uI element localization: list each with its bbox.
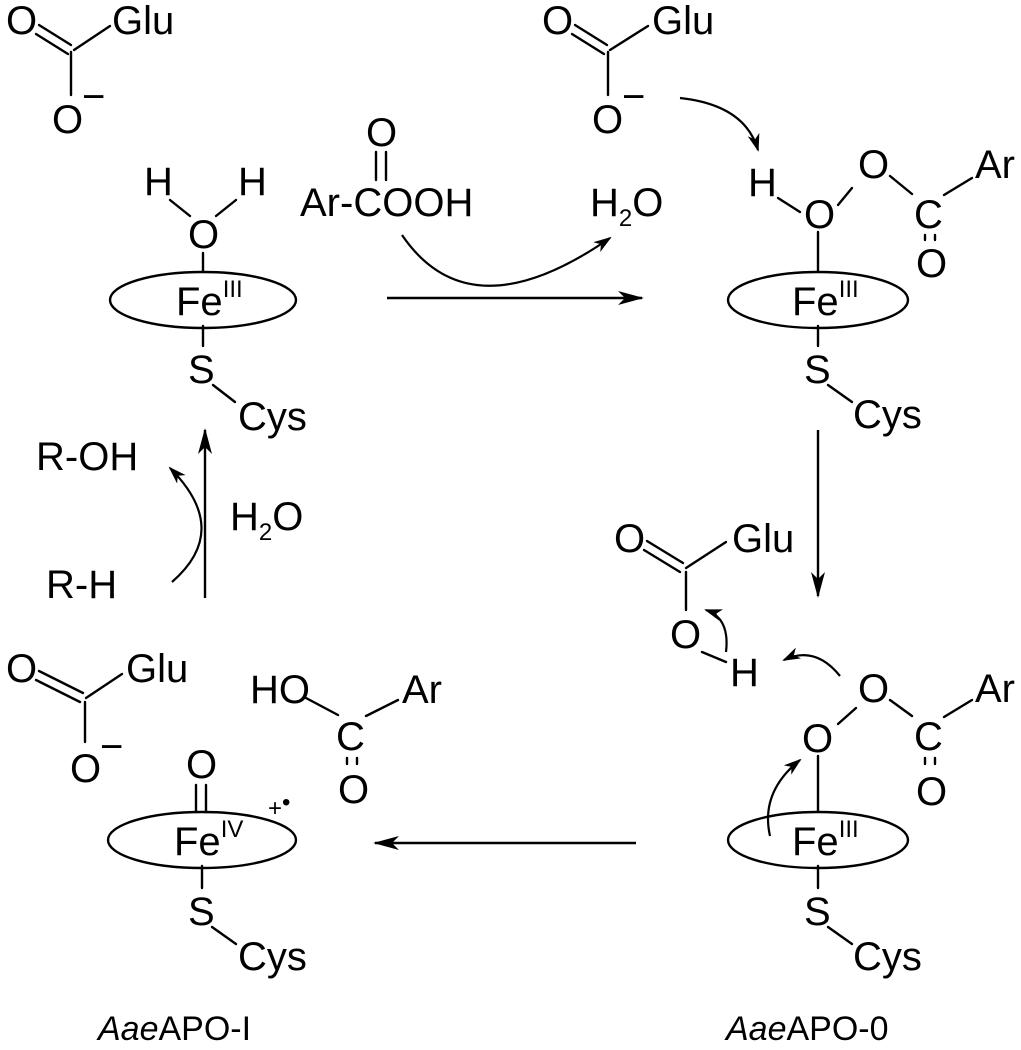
atom-label: O <box>338 768 369 812</box>
compound-0: O C Ar O O FeIII S Cys <box>726 667 1015 979</box>
iron-label: FeIII <box>176 276 243 324</box>
cys-label: Cys <box>238 935 307 979</box>
substrate-alkane: R-H <box>46 563 117 607</box>
cys-label: Cys <box>238 395 307 439</box>
heterolysis-arrow <box>766 758 802 837</box>
atom-label: O <box>916 242 947 286</box>
atom-label: H <box>238 160 267 204</box>
glu-label: Glu <box>112 0 174 43</box>
atom-label: S <box>188 890 215 934</box>
aryl-label: Ar <box>975 143 1015 187</box>
protonated-glu: O Glu O H <box>614 517 794 695</box>
iron-label: FeIII <box>792 816 859 864</box>
atom-label: O <box>186 743 217 787</box>
compound-I-heme: O FeIV +• S Cys <box>106 743 307 979</box>
proton-shift-arrow <box>782 647 841 677</box>
atom-label: O <box>804 193 835 237</box>
atom-label: O <box>916 770 947 814</box>
atom-label: HO <box>250 668 310 712</box>
hydroxylation-curved-arrow <box>168 466 203 583</box>
caption-compound-I: AaeAPO-I <box>96 1010 251 1048</box>
radical-cation-label: +• <box>268 789 290 822</box>
atom-label: O <box>188 213 219 257</box>
released-carboxylic-acid: HO C Ar O <box>250 668 442 812</box>
glu-label: Glu <box>652 0 714 43</box>
atom-label: O <box>670 613 701 657</box>
proton-transfer-arrow <box>679 96 760 152</box>
product-alcohol: R-OH <box>36 435 138 479</box>
oh-bond-arrow <box>704 608 728 653</box>
atom-label: O <box>366 111 397 155</box>
atom-label: O <box>802 717 833 761</box>
charge-label: − <box>622 75 645 119</box>
atom-label: C <box>914 193 943 237</box>
atom-label: O <box>592 98 623 142</box>
atom-label: S <box>188 348 215 392</box>
aryl-label: Ar <box>975 667 1015 711</box>
atom-label: O <box>542 0 573 43</box>
atom-label: H <box>748 161 777 205</box>
aryl-label: Ar <box>402 668 442 712</box>
charge-label: − <box>82 75 105 119</box>
atom-label: H <box>730 651 759 695</box>
cys-label: Cys <box>853 393 922 437</box>
atom-label: O <box>52 98 83 142</box>
cys-label: Cys <box>853 935 922 979</box>
top-left-glu-carboxylate: O Glu O − <box>6 0 174 142</box>
glu-label: Glu <box>126 647 188 691</box>
byproduct-water: H2O <box>230 495 303 546</box>
caption-compound-0: AaeAPO-0 <box>724 1010 889 1048</box>
atom-label: S <box>804 890 831 934</box>
byproduct-water: H2O <box>590 181 663 232</box>
reagent-peracid: O Ar-COOH <box>300 111 473 225</box>
charge-label: − <box>100 725 123 769</box>
atom-label: C <box>914 715 943 759</box>
peracid-heme-adduct: H O O C Ar O FeIII S Cys <box>726 143 1015 437</box>
reagent-aryl-peracid: Ar-COOH <box>300 181 473 225</box>
atom-label: O <box>6 647 37 691</box>
top-right-glu-carboxylate: O Glu O − <box>542 0 714 142</box>
glu-label: Glu <box>732 517 794 561</box>
atom-label: C <box>336 715 365 759</box>
atom-label: O <box>614 517 645 561</box>
iron-label: FeIII <box>792 276 859 324</box>
iron-label: FeIV <box>174 816 243 864</box>
bottom-left-glu-carboxylate: O Glu O − <box>6 647 188 791</box>
atom-label: O <box>70 747 101 791</box>
atom-label: O <box>858 667 889 711</box>
atom-label: O <box>858 143 889 187</box>
reagent-curved-arrow <box>401 234 612 287</box>
atom-label: O <box>6 0 37 43</box>
atom-label: H <box>144 160 173 204</box>
resting-state-heme: H H O FeIII S Cys <box>108 160 307 439</box>
atom-label: S <box>804 348 831 392</box>
